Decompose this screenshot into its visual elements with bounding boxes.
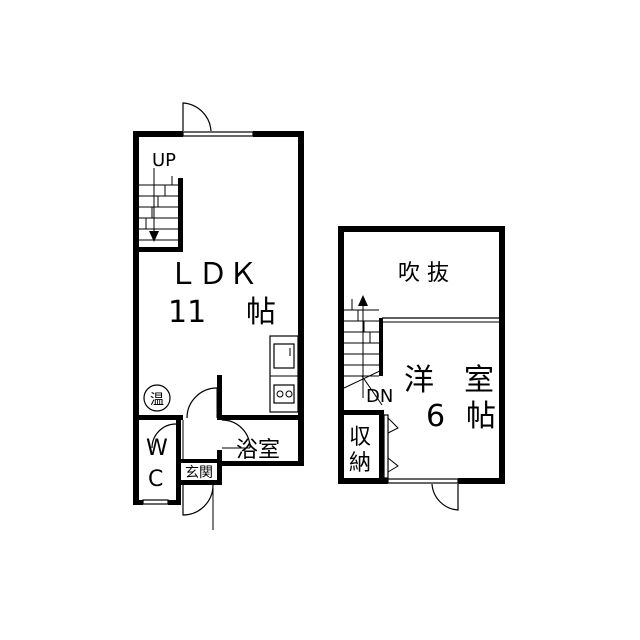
top-window <box>182 131 254 137</box>
stove-icon <box>273 384 295 404</box>
water-heater-icon <box>143 384 171 412</box>
bath-label: 浴室 <box>236 438 280 463</box>
storage-door-mark-bottom <box>387 457 399 473</box>
wall-wc-right <box>176 420 181 505</box>
wall2-right <box>499 226 505 484</box>
ldk-size-unit: 帖 <box>246 295 276 330</box>
wall-bath-left <box>217 375 222 420</box>
wall-wc-bottom-left <box>133 500 143 505</box>
wall2-bottom-left <box>338 478 388 484</box>
wall-ldk-bottom-right <box>218 415 304 420</box>
wall-top-left <box>133 131 183 137</box>
storage-label-bottom: 納 <box>349 451 371 476</box>
stair-down-arrow-head <box>358 295 368 306</box>
stair-steps-up <box>139 176 178 241</box>
bottom-door-swing <box>431 483 459 511</box>
wall-bath-bottom <box>217 461 304 466</box>
western-room-size-unit: 帖 <box>466 399 496 434</box>
stair2-wall-right <box>379 318 383 376</box>
ldk-size-number: 11 <box>168 295 206 330</box>
wc-label-bottom: C <box>148 467 163 492</box>
wall2-left <box>338 226 344 484</box>
entrance-label: 玄関 <box>185 464 213 481</box>
stair-arrow-head <box>149 231 159 242</box>
wc-door-swing <box>151 423 177 449</box>
storage-label-top: 収 <box>349 425 371 450</box>
stair-down-label: DN <box>366 386 393 407</box>
wall2-top <box>338 226 505 232</box>
bottom-window <box>387 478 459 484</box>
ldk-door-swing <box>186 387 218 419</box>
ldk-label: ＬＤＫ <box>168 257 258 292</box>
wall-entrance-top <box>181 459 222 463</box>
storage-door <box>383 414 389 479</box>
wall-bath-left-lower <box>217 450 222 483</box>
bath-door-swing <box>221 419 251 449</box>
wall-bath-right <box>298 415 304 465</box>
top-door-swing <box>182 102 212 132</box>
wall-entrance-bottom <box>181 480 222 485</box>
wall-right <box>298 131 304 419</box>
wall2-bottom-right <box>458 478 505 484</box>
storage-right-wall <box>379 410 384 484</box>
wall-wc-bottom-right <box>168 500 181 505</box>
western-room-size-number: 6 <box>426 399 445 434</box>
stair-up-label: UP <box>152 150 176 171</box>
storage-door-mark-top <box>387 417 399 434</box>
stair-wall-bottom <box>133 247 183 252</box>
wall-left <box>133 131 139 505</box>
burner-right-icon <box>285 390 293 398</box>
wc-window <box>142 499 169 505</box>
storage-top-wall <box>338 410 384 415</box>
water-heater-label: 温 <box>150 392 164 408</box>
burner-left-icon <box>276 390 284 398</box>
wall-ldk-bottom-left <box>133 415 183 420</box>
second-floor: 吹 抜 DN 洋 室 6 帖 <box>338 226 505 511</box>
first-floor: UP ＬＤＫ 11 帖 温 浴室 <box>133 102 304 530</box>
entrance-door-swing <box>182 484 214 516</box>
stair-wall-right <box>178 178 183 251</box>
kitchen-counter <box>269 335 299 413</box>
kitchen-sink-icon <box>273 343 295 369</box>
stair-steps-down <box>343 299 383 406</box>
atrium-label: 吹 抜 <box>398 261 449 286</box>
wc-label-top: W <box>146 436 168 461</box>
wall-top-right <box>253 131 304 137</box>
western-room-label: 洋 室 <box>404 363 494 398</box>
